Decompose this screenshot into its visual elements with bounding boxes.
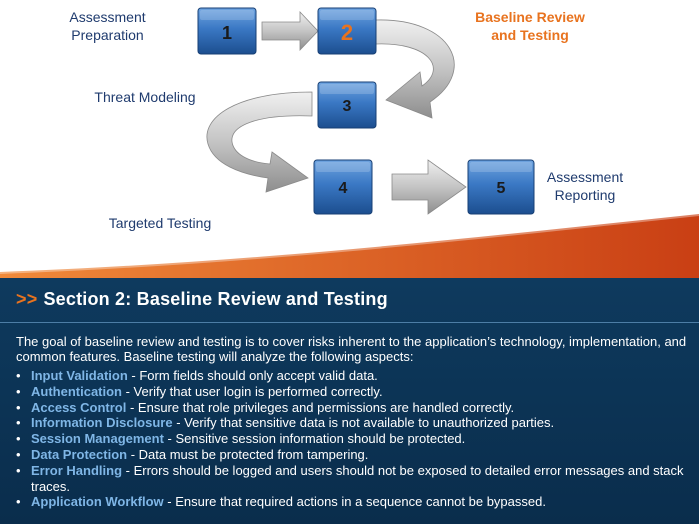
- section-prefix: >>: [16, 289, 38, 309]
- aspect-term: Error Handling: [31, 462, 123, 478]
- decorative-band: [0, 214, 699, 290]
- aspect-item: • Session Management - Sensitive session …: [16, 431, 696, 447]
- bullet-icon: •: [16, 399, 21, 415]
- bullet-icon: •: [16, 383, 21, 399]
- step-number-4: 4: [339, 180, 348, 197]
- bullet-icon: •: [16, 415, 21, 431]
- aspect-term: Authentication: [31, 383, 122, 399]
- aspect-item: • Data Protection - Data must be protecte…: [16, 447, 696, 463]
- aspect-description: - Form fields should only accept valid d…: [127, 368, 378, 383]
- step-number-1: 1: [222, 23, 232, 43]
- aspect-term: Data Protection: [31, 446, 128, 462]
- aspect-description: - Verify that user login is performed co…: [122, 383, 383, 399]
- bullet-icon: •: [16, 446, 21, 462]
- bullet-icon: •: [16, 368, 21, 383]
- step-box-1: [197, 7, 257, 55]
- aspect-item: • Authentication - Verify that user login…: [16, 384, 696, 400]
- section-intro: The goal of baseline review and testing …: [16, 334, 687, 364]
- aspect-term: Application Workflow: [31, 494, 164, 510]
- section-title: Section 2: Baseline Review and Testing: [43, 289, 388, 309]
- step-box-5: [467, 159, 535, 215]
- section-heading: >>Section 2: Baseline Review and Testing: [16, 289, 388, 310]
- aspect-item: • Input Validation - Form fields should o…: [16, 368, 696, 384]
- bullet-icon: •: [16, 431, 21, 447]
- aspect-term: Information Disclosure: [31, 415, 173, 431]
- aspect-term: Access Control: [31, 399, 127, 415]
- step-number-2: 2: [341, 20, 353, 45]
- aspect-item: • Error Handling - Errors should be logge…: [16, 463, 696, 495]
- bullet-icon: •: [16, 494, 21, 510]
- section-divider: [0, 322, 699, 323]
- aspect-description: - Ensure that required actions in a sequ…: [163, 494, 546, 510]
- arrow-3-to-4: [206, 91, 313, 193]
- aspect-item: • Access Control - Ensure that role privi…: [16, 400, 696, 416]
- section-panel: >>Section 2: Baseline Review and Testing…: [0, 278, 699, 524]
- aspects-list: • Input Validation - Form fields should o…: [16, 368, 696, 510]
- aspect-item: • Information Disclosure - Verify that se…: [16, 415, 696, 431]
- aspect-description: - Errors should be logged and users shou…: [31, 462, 684, 494]
- aspect-term: Input Validation: [31, 368, 128, 383]
- aspect-description: - Sensitive session information should b…: [163, 431, 466, 447]
- arrow-4-to-5: [391, 159, 467, 215]
- step-number-3: 3: [343, 98, 352, 115]
- step-box-3: [317, 81, 377, 129]
- aspect-description: - Data must be protected from tampering.: [127, 446, 369, 462]
- step-box-2: [317, 7, 377, 55]
- step-number-5: 5: [497, 180, 506, 197]
- step-box-4: [313, 159, 373, 215]
- step-label-4: Targeted Testing: [108, 215, 212, 231]
- aspect-description: - Verify that sensitive data is not avai…: [172, 415, 555, 431]
- bullet-icon: •: [16, 462, 21, 478]
- arrow-1-to-2: [261, 10, 319, 52]
- decorative-band-highlight: [0, 212, 699, 274]
- arrow-2-to-3: [375, 19, 455, 119]
- aspect-item: • Application Workflow - Ensure that requ…: [16, 494, 696, 510]
- aspect-term: Session Management: [31, 431, 164, 447]
- step-label-3: Threat Modeling: [94, 89, 196, 105]
- aspect-description: - Ensure that role privileges and permis…: [126, 399, 515, 415]
- process-diagram-canvas: 1 2 3 4 5: [0, 7, 699, 290]
